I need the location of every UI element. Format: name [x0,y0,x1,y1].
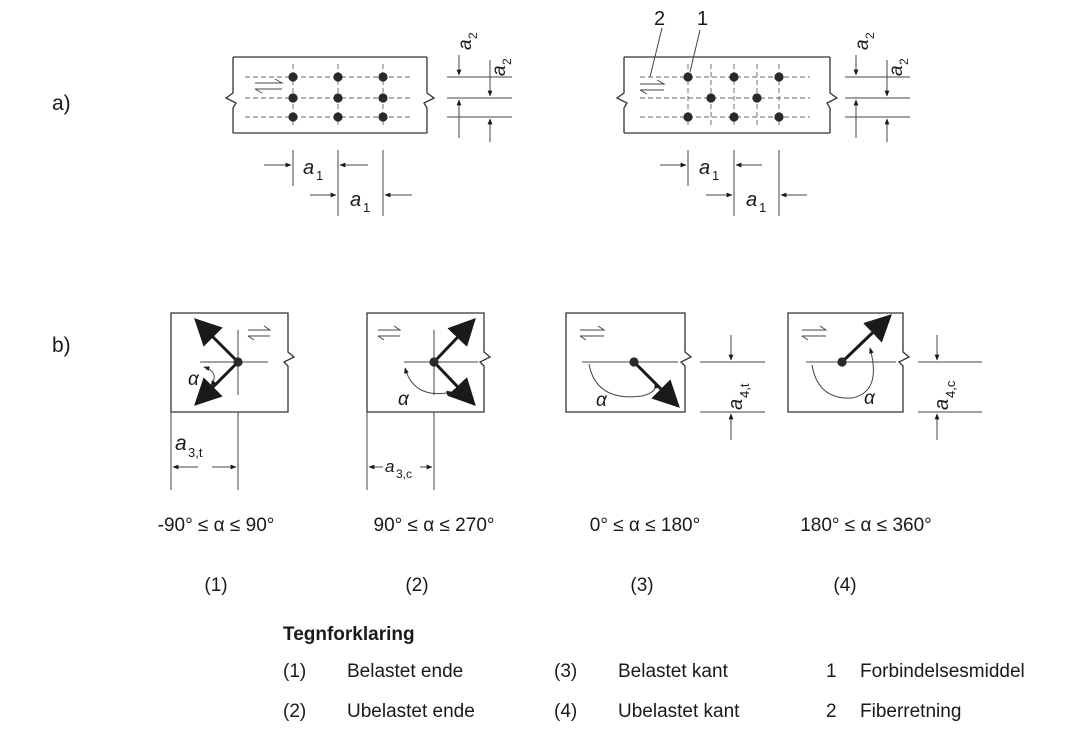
alpha-label: α [188,369,200,390]
case-2-panel [366,312,492,490]
a2-sub: 2 [500,58,514,65]
case-range: -90° ≤ α ≤ 90° [158,515,275,536]
legend-text: Fiberretning [860,701,962,722]
case-number: (1) [204,575,227,596]
fastener-dot-icon [629,357,639,367]
a1-sub: 1 [759,200,766,215]
a2-label: a [886,65,907,76]
a2-sub: 2 [466,32,480,39]
case-range: 90° ≤ α ≤ 270° [374,515,495,536]
legend-key: (4) [554,701,578,722]
case-number: (4) [833,575,856,596]
legend-key: 1 [826,661,837,682]
a1-label: a [303,157,314,179]
legend-text: Ubelastet ende [347,701,475,722]
a1-label: a [746,189,757,211]
part-b-label: b) [52,334,71,357]
a1-sub: 1 [316,168,323,183]
legend-key: (1) [283,661,307,682]
a2-sub: 2 [863,32,877,39]
a-left-member [224,55,512,216]
a-right-member [615,27,910,216]
a1-label: a [350,189,361,211]
a3t-sub: 3,t [188,445,203,460]
a3c-label: a [385,457,394,476]
a4c-sub: 4,c [943,380,958,398]
alpha-label: α [864,388,876,409]
case-4-panel [787,312,982,440]
part-a-label: a) [52,92,71,115]
alpha-label: α [398,389,410,410]
legend-text: Ubelastet kant [618,701,740,722]
case-3-panel [565,312,765,440]
grain-direction-icon [377,325,402,341]
a1-sub: 1 [712,168,719,183]
a2-label: a [852,39,873,50]
alpha-label: α [596,390,608,411]
case-range: 180° ≤ α ≤ 360° [800,515,932,536]
fastener-dot-icon [683,72,784,122]
a4t-label: a [725,399,747,410]
a1-sub: 1 [363,200,370,215]
legend-text: Belastet kant [618,661,728,682]
callout-1: 1 [697,8,708,30]
a2-sub: 2 [897,58,911,65]
a2-label: a [489,65,510,76]
legend-text: Belastet ende [347,661,464,682]
fastener-dot-icon [837,357,847,367]
a3t-label: a [175,432,187,455]
case-range: 0° ≤ α ≤ 180° [590,515,700,536]
fastener-dot-icon [429,357,439,367]
fastener-dot-icon [233,357,243,367]
grain-direction-icon [579,325,606,341]
a4c-label: a [931,399,953,410]
callout-2: 2 [654,8,665,30]
legend-title: Tegnforklaring [283,624,415,645]
case-1-panel [170,312,296,490]
case-number: (2) [405,575,428,596]
fastener-dot-icon [288,72,388,122]
grain-direction-icon [801,325,828,341]
a1-label: a [699,157,710,179]
a4t-sub: 4,t [737,383,752,398]
legend-text: Forbindelsesmiddel [860,661,1025,682]
legend-key: (3) [554,661,578,682]
grain-direction-icon [247,325,272,341]
a3c-sub: 3,c [396,467,412,481]
grain-direction-icon [639,79,666,95]
legend-key: 2 [826,701,837,722]
a2-label: a [455,39,476,50]
grain-direction-icon [254,78,284,94]
case-number: (3) [630,575,653,596]
legend-key: (2) [283,701,307,722]
